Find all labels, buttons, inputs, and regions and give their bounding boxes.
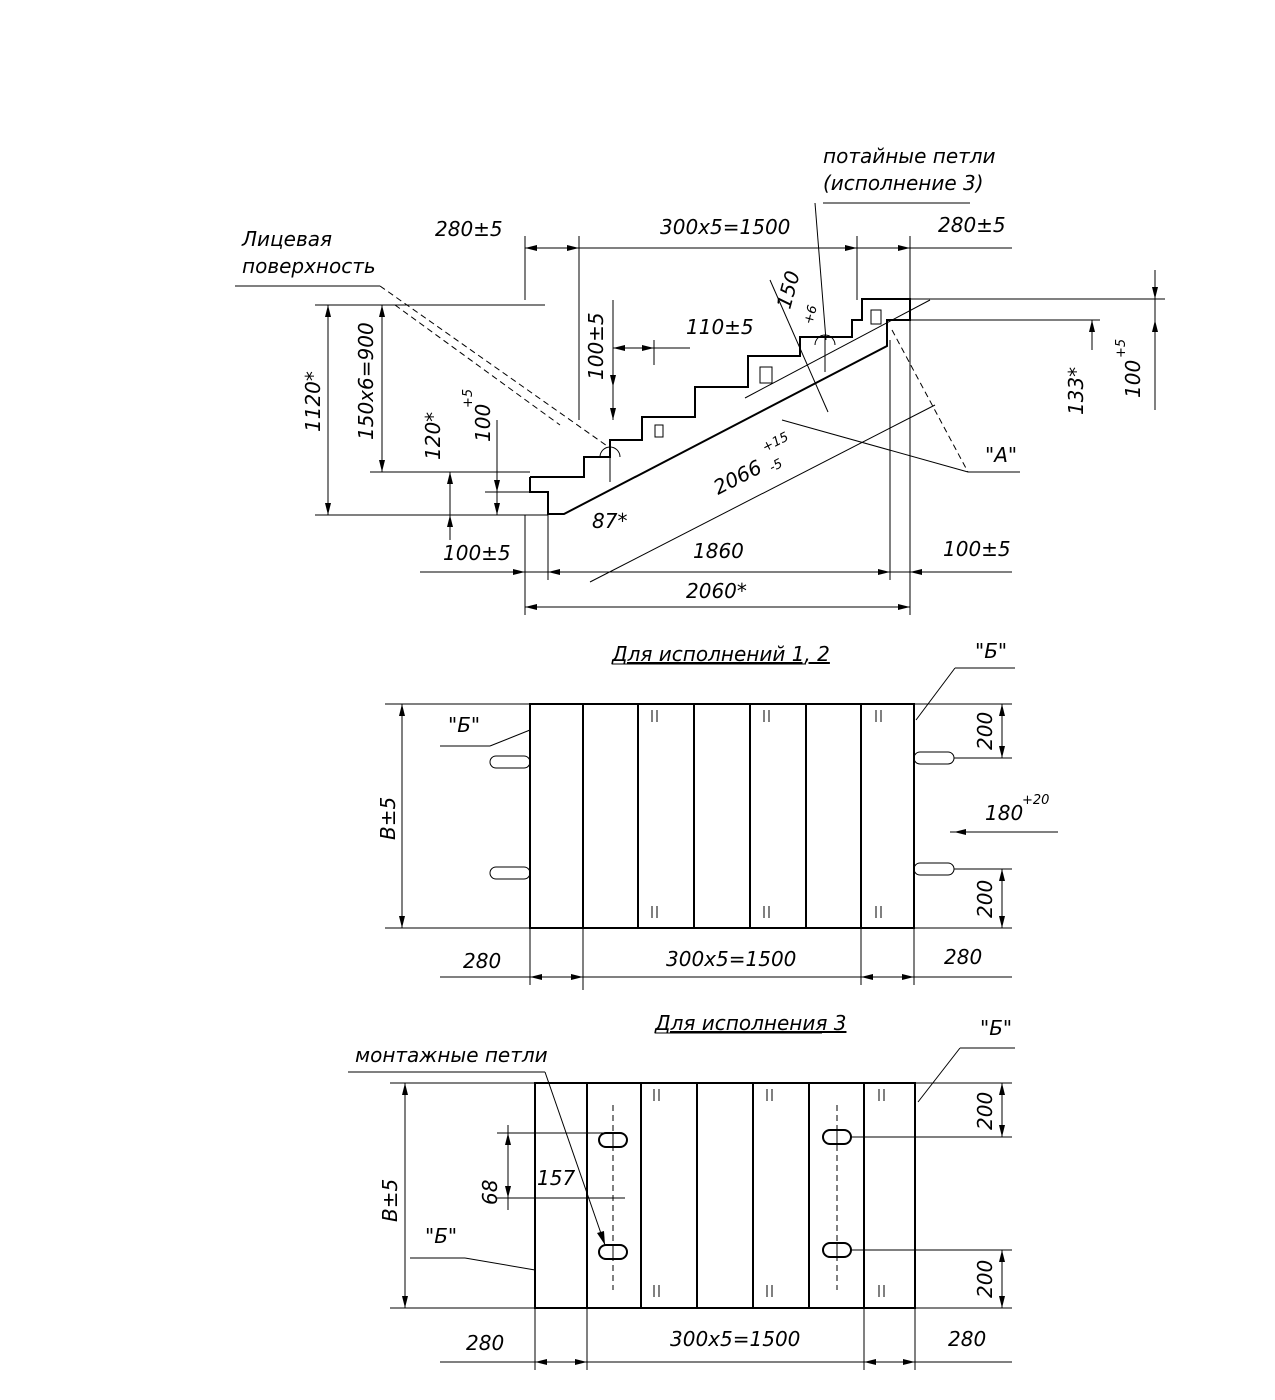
opening-mark: [654, 424, 664, 438]
plan-outline: [534, 1082, 916, 1309]
dim-inner-riser: 100±5: [584, 312, 608, 380]
dim-loop-length-tol: +20: [1022, 793, 1049, 808]
dim-slope-length-tol-plus: +15: [760, 430, 791, 456]
dim-slab-thickness-tol: +6: [801, 304, 820, 326]
dim-bottom-chain: 300х5=1500: [670, 1327, 800, 1351]
dim-width: В±5: [376, 797, 400, 840]
dim-loop-offset-top: 200: [973, 1092, 997, 1130]
heading-v3: Для исполнения 3: [654, 1011, 846, 1035]
view-b-label: "Б": [975, 639, 1007, 663]
dim-loop-offset-bottom: 200: [973, 880, 997, 918]
dim-loop-length: 180: [985, 801, 1023, 825]
view-b-label: "Б": [980, 1016, 1012, 1040]
mounting-loop: [913, 751, 955, 765]
dim-total-height: 1120*: [301, 371, 325, 432]
dim-slope-length-tol-minus: -5: [767, 456, 785, 475]
dim-bottom-left: 100±5: [443, 541, 511, 565]
plan-view-v3: Для исполнения 3: [348, 1011, 1015, 1370]
dim-loop-offset: 157: [537, 1166, 575, 1190]
dim-right-height: 133*: [1064, 367, 1088, 415]
hidden-loops-label-2: (исполнение 3): [823, 171, 984, 195]
dim-first-riser: 120*: [421, 412, 445, 460]
plan-outline: [529, 703, 915, 929]
view-a-label: "А": [985, 443, 1017, 467]
dim-slab-thickness: 150: [772, 268, 805, 311]
heading-v12: Для исполнений 1, 2: [611, 642, 830, 666]
opening-mark: [870, 309, 882, 325]
side-elevation: 280±5 300х5=1500 280±5 потайные петли (и…: [235, 144, 1165, 615]
dim-bottom-right-280: 280: [948, 1327, 986, 1351]
dim-left-step: 100: [471, 404, 495, 442]
mounting-loop: [489, 755, 531, 769]
face-surface-label-2: поверхность: [242, 254, 376, 278]
dim-left-step-tol: +5: [461, 389, 476, 408]
dim-right-landing: 280±5: [938, 213, 1006, 237]
view-b-label: "Б": [448, 713, 480, 737]
view-b-label: "Б": [425, 1224, 457, 1248]
dim-bottom-span: 1860: [693, 539, 744, 563]
dim-loop-spacing: 68: [478, 1180, 502, 1205]
dim-angle-87: 87*: [592, 509, 627, 533]
dim-bottom-right-280: 280: [944, 945, 982, 969]
dim-tread-chain: 300х5=1500: [660, 215, 790, 239]
dim-bottom-left-280: 280: [463, 949, 501, 973]
mounting-loop: [913, 862, 955, 876]
mounting-loop: [489, 866, 531, 880]
plan-view-v12: Для исполнений 1, 2 "Б" "Б": [376, 639, 1058, 990]
dim-riser-chain: 150х6=900: [354, 322, 378, 440]
dim-total-length: 2060*: [686, 579, 747, 603]
dim-bottom-left-280: 280: [466, 1331, 504, 1355]
dim-tread-width: 110±5: [686, 315, 754, 339]
opening-mark: [759, 366, 773, 384]
dim-left-landing: 280±5: [435, 217, 503, 241]
hidden-loops-label: потайные петли: [823, 144, 996, 168]
face-surface-label: Лицевая: [241, 227, 332, 251]
dim-loop-offset-bottom: 200: [973, 1260, 997, 1298]
dim-bottom-chain: 300х5=1500: [666, 947, 796, 971]
dim-right-step: 100: [1121, 360, 1145, 398]
mount-loops-label: монтажные петли: [355, 1043, 548, 1067]
dim-loop-offset-top: 200: [973, 712, 997, 750]
dim-width: В±5: [378, 1179, 402, 1222]
dim-slope-length: 2066: [709, 455, 765, 499]
dim-bottom-right: 100±5: [943, 537, 1011, 561]
dim-right-step-tol: +5: [1114, 339, 1129, 358]
